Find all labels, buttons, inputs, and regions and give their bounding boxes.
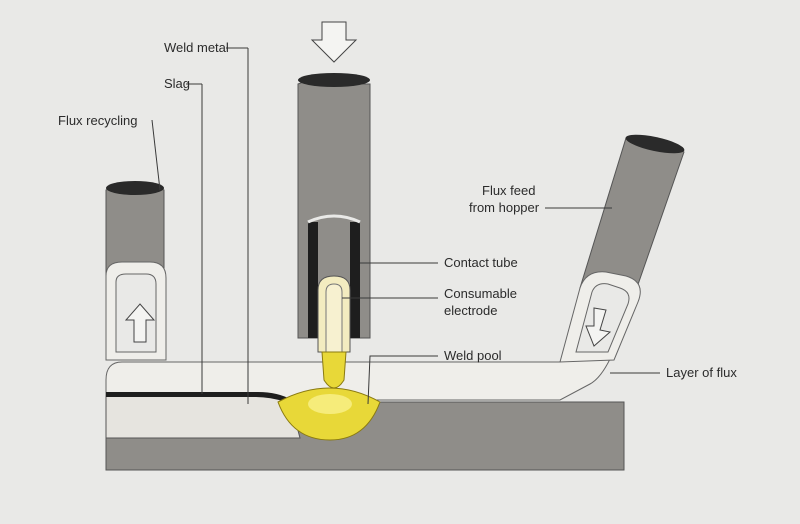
feed-down-arrow-right — [585, 307, 612, 347]
label-slag: Slag — [164, 76, 190, 91]
label-contact-tube: Contact tube — [444, 255, 518, 270]
weld-pool-highlight — [308, 394, 352, 414]
flux-feed-pipe — [559, 134, 685, 363]
label-weld-pool: Weld pool — [444, 348, 502, 363]
consumable-electrode — [317, 275, 351, 389]
label-consumable-1: Consumable — [444, 286, 517, 301]
weld-metal-deposit — [105, 395, 301, 439]
weld-pool — [277, 387, 381, 441]
label-weld-metal: Weld metal — [164, 40, 229, 55]
contact-tube — [297, 73, 371, 339]
label-flux-feed-2: from hopper — [469, 200, 540, 215]
label-flux-feed-1: Flux feed — [482, 183, 535, 198]
leader-weld-pool — [367, 355, 438, 405]
label-consumable-2: electrode — [444, 303, 497, 318]
recycling-up-arrow — [124, 303, 156, 343]
label-flux-recycling: Flux recycling — [58, 113, 137, 128]
slag-layer — [106, 392, 292, 402]
label-layer-of-flux: Layer of flux — [666, 365, 737, 380]
feed-down-arrow — [310, 21, 358, 63]
leader-flux-recycling — [151, 119, 161, 191]
